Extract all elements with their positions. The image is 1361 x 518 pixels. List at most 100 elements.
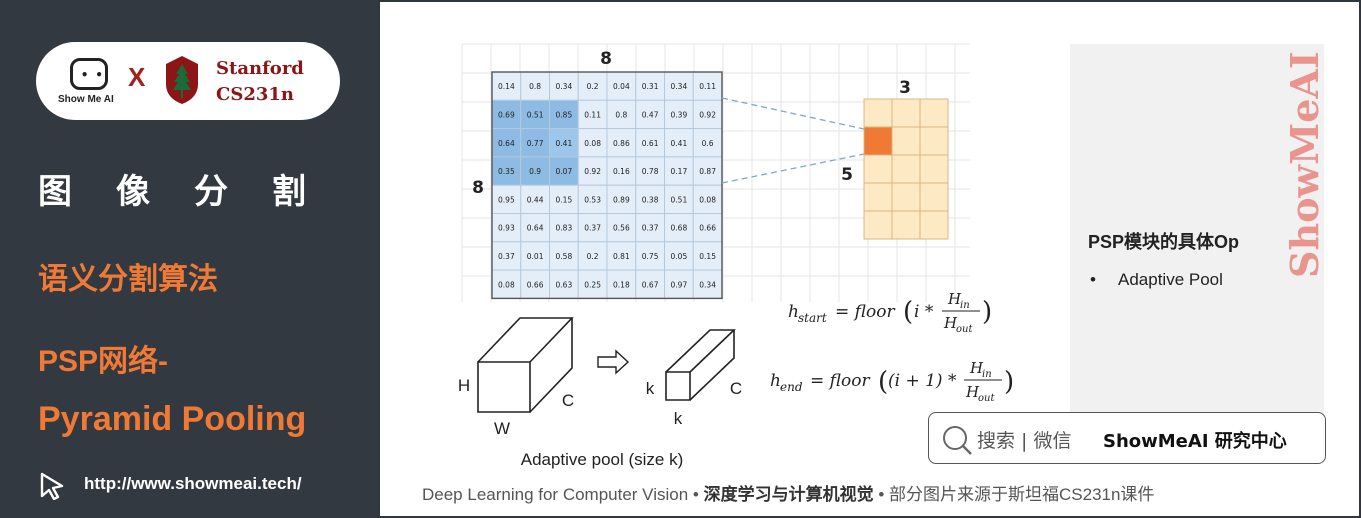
cube-w-label: W bbox=[494, 419, 510, 438]
sidebar: • • Show Me AI X Stanford CS231n 图像分割 语义… bbox=[0, 0, 378, 518]
grid-cell-value: 0.66 bbox=[527, 280, 544, 289]
grid-cell bbox=[577, 241, 608, 271]
footer: Deep Learning for Computer Vision • 深度学习… bbox=[422, 485, 1155, 504]
grid-cell-value: 0.85 bbox=[556, 110, 573, 119]
grid-cell-value: 0.56 bbox=[613, 224, 630, 233]
grid-cell bbox=[549, 71, 579, 101]
grid-cell bbox=[577, 99, 608, 130]
stanford-logo-text: Stanford CS231n bbox=[216, 58, 304, 105]
showmeai-watermark: ShowMeAI bbox=[1282, 51, 1327, 278]
output-cell bbox=[891, 154, 921, 184]
grid-cell bbox=[606, 99, 637, 130]
grid-cell bbox=[520, 99, 550, 130]
grid-cell-value: 0.87 bbox=[699, 167, 716, 176]
svg-text:H: H bbox=[943, 314, 958, 332]
projection-line-bottom bbox=[721, 153, 865, 184]
grid-cell-value: 0.39 bbox=[671, 110, 688, 119]
grid-cell-value: 0.63 bbox=[556, 280, 573, 289]
notes-title: PSP模块的具体Op bbox=[1088, 232, 1240, 252]
section-title: 图像分割 bbox=[38, 172, 350, 212]
svg-text:in: in bbox=[960, 300, 970, 311]
grid-cell-value: 0.41 bbox=[556, 139, 573, 148]
out-cube-c-label: C bbox=[730, 379, 742, 398]
grid-cell-value: 0.37 bbox=[498, 252, 515, 261]
svg-text:H: H bbox=[965, 383, 980, 401]
grid-cell-value: 0.18 bbox=[613, 280, 630, 289]
showmeai-robot-icon: • • bbox=[70, 58, 108, 90]
svg-text:H: H bbox=[947, 290, 962, 308]
grid-cell-value: 0.93 bbox=[498, 224, 515, 233]
output-cell bbox=[863, 182, 893, 212]
svg-text:(: ( bbox=[903, 297, 913, 327]
grid-cell bbox=[635, 128, 665, 158]
collab-x-mark: X bbox=[128, 62, 146, 92]
notes-bullet: •Adaptive Pool bbox=[1090, 270, 1223, 289]
grid-cell bbox=[549, 213, 579, 243]
grid-cell-value: 0.44 bbox=[527, 195, 544, 204]
output-cell bbox=[891, 126, 921, 156]
svg-text:out: out bbox=[956, 324, 973, 335]
topic-title-line1: PSP网络- bbox=[38, 345, 169, 378]
grid-cell-value: 0.2 bbox=[587, 82, 599, 91]
output-cell bbox=[919, 210, 949, 240]
svg-text:= floor: = floor bbox=[835, 302, 895, 322]
output-height-label: 5 bbox=[841, 165, 853, 185]
grid-cell-value: 0.51 bbox=[671, 195, 688, 204]
projection-line-top bbox=[721, 97, 865, 130]
grid-cell bbox=[606, 128, 637, 158]
grid-cell bbox=[549, 184, 579, 214]
grid-cell-value: 0.25 bbox=[584, 280, 601, 289]
grid-cell-value: 0.77 bbox=[527, 139, 544, 148]
grid-cell-value: 0.35 bbox=[498, 167, 515, 176]
out-cube-k-label: k bbox=[646, 379, 655, 398]
output-cell bbox=[891, 210, 921, 240]
grid-cell-value: 0.92 bbox=[699, 110, 716, 119]
grid-cell-value: 0.67 bbox=[642, 280, 659, 289]
cube-c-label: C bbox=[562, 391, 574, 410]
grid-cell bbox=[692, 128, 723, 158]
grid-cell bbox=[520, 128, 550, 158]
svg-text:H: H bbox=[969, 359, 984, 377]
search-hint: 搜索 | 微信 bbox=[977, 430, 1072, 452]
grid-cell-value: 0.31 bbox=[642, 82, 659, 91]
svg-text:i *: i * bbox=[914, 302, 934, 322]
wechat-search-box[interactable]: 搜索 | 微信 ShowMeAI 研究中心 bbox=[928, 412, 1326, 464]
grid-cell bbox=[606, 241, 637, 271]
grid-cell-value: 0.97 bbox=[671, 280, 688, 289]
grid-cell bbox=[635, 184, 665, 214]
grid-cell-value: 0.53 bbox=[584, 195, 601, 204]
output-cell bbox=[863, 154, 893, 184]
grid-cell-value: 0.86 bbox=[613, 139, 630, 148]
grid-cell bbox=[520, 213, 550, 243]
grid-width-label: 8 bbox=[600, 49, 612, 69]
section-subtitle: 语义分割算法 bbox=[38, 262, 218, 297]
grid-cell-value: 0.16 bbox=[613, 167, 630, 176]
grid-cell-value: 0.6 bbox=[702, 139, 714, 148]
grid-cell bbox=[520, 241, 550, 271]
search-brand: ShowMeAI 研究中心 bbox=[1103, 431, 1287, 452]
cube-h-label: H bbox=[458, 376, 470, 395]
output-cell bbox=[919, 126, 949, 156]
grid-cell-value: 0.14 bbox=[498, 82, 515, 91]
grid-cell-value: 0.9 bbox=[529, 167, 541, 176]
grid-cell-value: 0.47 bbox=[642, 110, 659, 119]
output-cell bbox=[919, 154, 949, 184]
grid-cell-value: 0.08 bbox=[699, 195, 716, 204]
grid-cell bbox=[635, 156, 665, 186]
grid-cell bbox=[549, 269, 579, 299]
grid-cell-value: 0.15 bbox=[699, 252, 716, 261]
logo-banner[interactable]: • • Show Me AI X Stanford CS231n bbox=[36, 42, 340, 120]
grid-cell-value: 0.95 bbox=[498, 195, 515, 204]
grid-cell-value: 0.01 bbox=[527, 252, 544, 261]
grid-cell-value: 0.04 bbox=[613, 82, 630, 91]
grid-cell bbox=[635, 241, 665, 271]
grid-cell-value: 0.64 bbox=[498, 139, 515, 148]
svg-text:= floor: = floor bbox=[810, 371, 870, 391]
website-url[interactable]: http://www.showmeai.tech/ bbox=[84, 474, 302, 493]
grid-cell bbox=[577, 128, 608, 158]
grid-cell bbox=[491, 184, 522, 214]
topic-title-line2: Pyramid Pooling bbox=[38, 400, 307, 438]
